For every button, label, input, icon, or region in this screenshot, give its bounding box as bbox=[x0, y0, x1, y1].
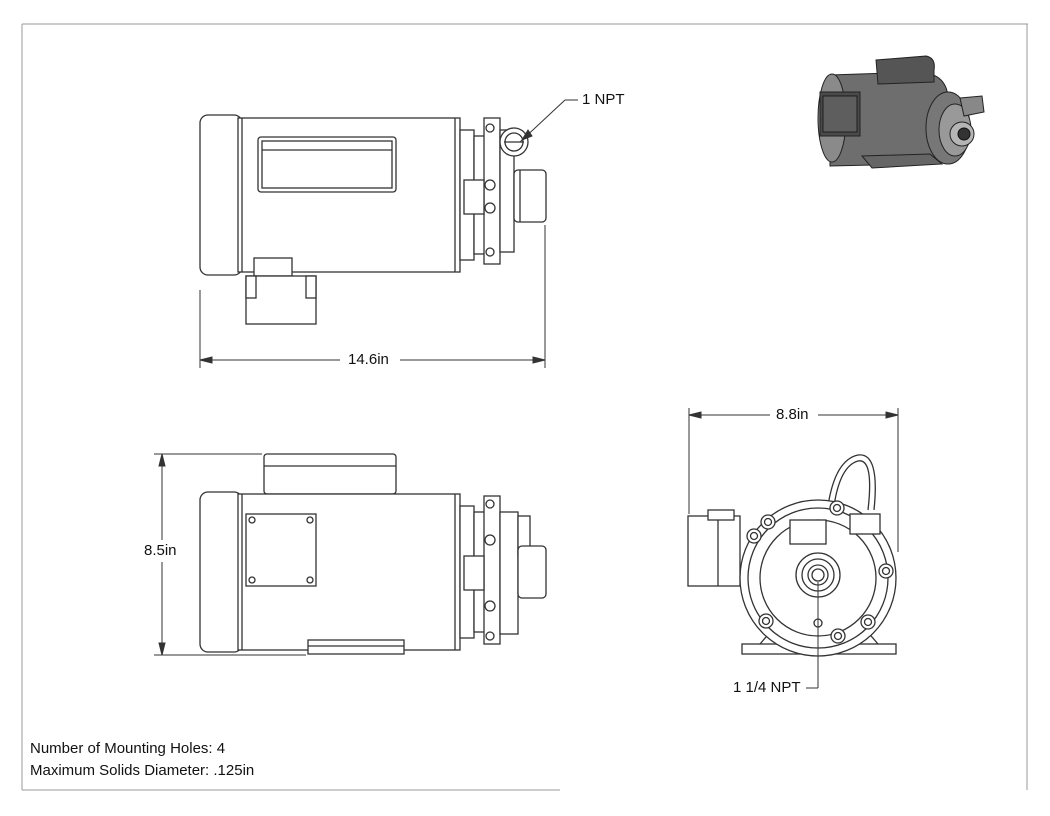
flange-bolts bbox=[746, 500, 894, 644]
width-dimension-label: 8.8in bbox=[774, 406, 811, 423]
inlet-leader bbox=[806, 582, 819, 689]
length-dimension-label: 14.6in bbox=[346, 351, 391, 368]
outlet-npt-label: 1 NPT bbox=[580, 91, 627, 108]
dimension-width bbox=[688, 408, 899, 552]
outlet-leader bbox=[519, 99, 578, 143]
top-view bbox=[199, 114, 547, 325]
sheet-border bbox=[21, 23, 1028, 791]
inlet-npt-label: 1 1/4 NPT bbox=[731, 679, 803, 696]
height-dimension-label: 8.5in bbox=[142, 542, 179, 559]
dimension-height bbox=[154, 453, 306, 656]
side-view bbox=[199, 453, 547, 655]
solids-diameter-note: Maximum Solids Diameter: .125in bbox=[30, 762, 255, 779]
dimension-length bbox=[199, 225, 546, 368]
isometric-view bbox=[817, 55, 985, 169]
front-view bbox=[687, 454, 897, 657]
mounting-holes-note: Number of Mounting Holes: 4 bbox=[30, 740, 226, 757]
